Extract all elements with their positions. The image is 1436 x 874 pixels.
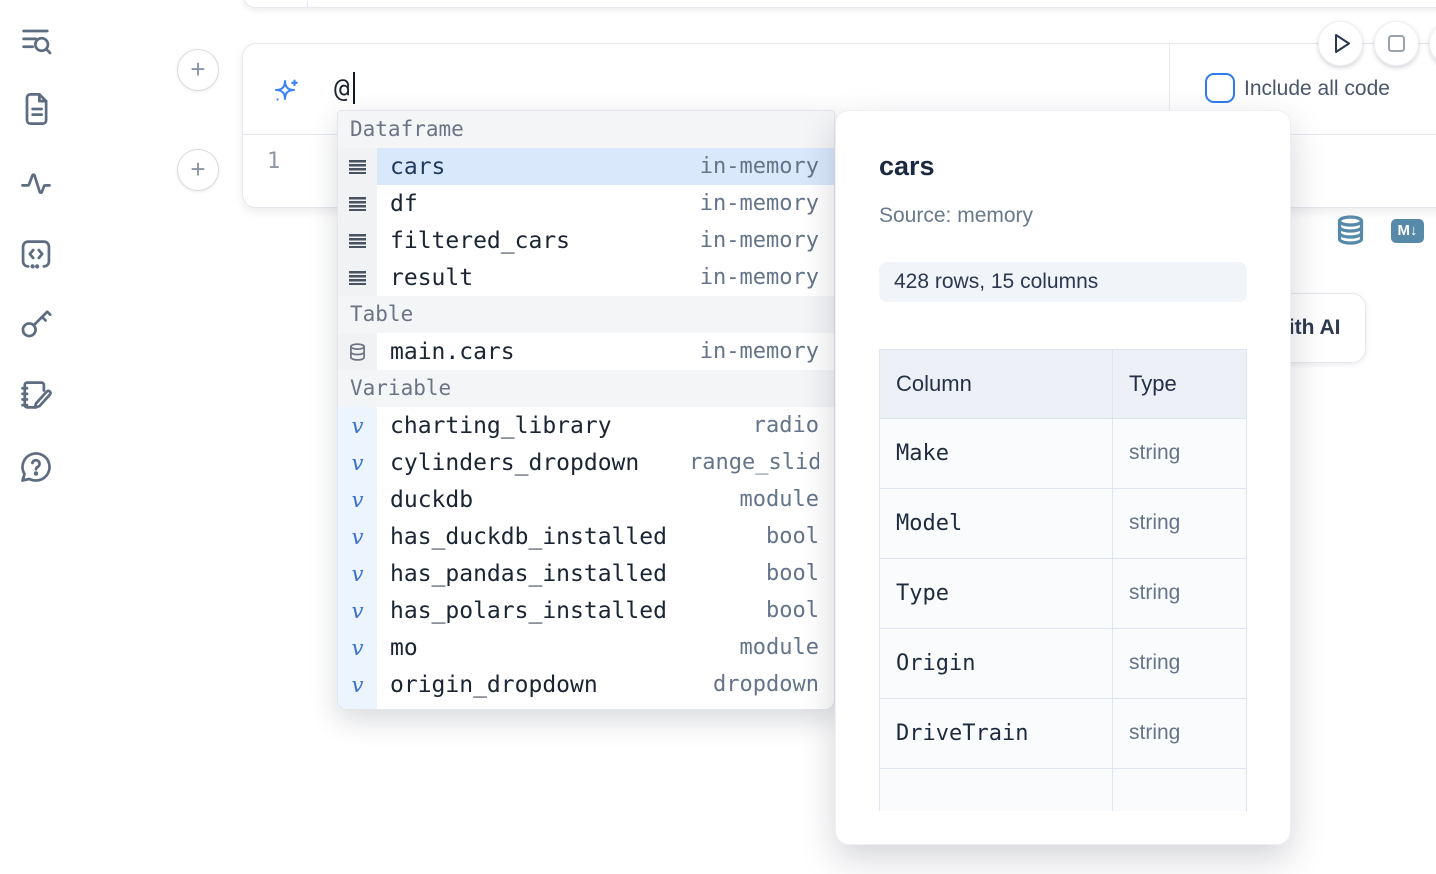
section-header-variable: Variable xyxy=(338,370,834,407)
completion-item-result[interactable]: result in-memory xyxy=(338,259,834,296)
code-editor-row[interactable]: 1 M↓ xyxy=(243,135,1436,245)
scratchpad-notebook-icon[interactable] xyxy=(18,377,54,413)
preview-source: Source: memory xyxy=(879,204,1034,227)
ai-sparkle-icon xyxy=(272,77,300,105)
datasource-database-icon[interactable] xyxy=(1336,215,1365,245)
table-row: Origin string xyxy=(880,628,1246,698)
preview-shape-badge: 428 rows, 15 columns xyxy=(879,262,1247,302)
completion-item-has-duckdb-installed[interactable]: v has_duckdb_installed bool xyxy=(338,518,834,555)
completion-item-cars[interactable]: cars in-memory xyxy=(338,148,834,185)
table-database-icon xyxy=(350,342,365,361)
previous-cell xyxy=(242,0,1436,9)
header-type: Type xyxy=(1129,371,1177,396)
add-cell-button-top[interactable]: + xyxy=(177,49,219,91)
dataframe-icon xyxy=(349,270,366,285)
ai-prompt-input[interactable]: @ xyxy=(334,74,350,104)
variable-icon: v xyxy=(351,635,364,660)
variable-icon: v xyxy=(351,561,364,586)
header-column: Column xyxy=(880,350,1113,418)
table-row: Model string xyxy=(880,488,1246,558)
key-icon[interactable] xyxy=(18,305,54,341)
variable-icon: v xyxy=(351,672,364,697)
variable-icon: v xyxy=(351,524,364,549)
completion-item-cylinders-dropdown[interactable]: v cylinders_dropdown range_slider xyxy=(338,444,834,481)
completion-item-mo[interactable]: v mo module xyxy=(338,629,834,666)
variable-icon: v xyxy=(351,413,364,438)
completion-item-duckdb[interactable]: v duckdb module xyxy=(338,481,834,518)
table-row-partial xyxy=(880,768,1246,811)
markdown-icon[interactable]: M↓ xyxy=(1391,219,1424,243)
dataframe-icon xyxy=(349,159,366,174)
completion-item-pandas-partial[interactable]: v pandas module xyxy=(338,703,834,711)
variable-icon: v xyxy=(351,487,364,512)
completion-item-origin-dropdown[interactable]: v origin_dropdown dropdown xyxy=(338,666,834,703)
sidebar xyxy=(0,0,72,874)
completion-item-filtered-cars[interactable]: filtered_cars in-memory xyxy=(338,222,834,259)
text-cursor xyxy=(353,72,355,104)
completion-item-df[interactable]: df in-memory xyxy=(338,185,834,222)
table-row: Make string xyxy=(880,418,1246,488)
help-chat-icon[interactable] xyxy=(18,449,54,485)
autocomplete-dropdown: Dataframe cars in-memory df in-memory fi… xyxy=(337,110,835,710)
completion-item-charting-library[interactable]: v charting_library radio xyxy=(338,407,834,444)
dataframe-icon xyxy=(349,233,366,248)
file-document-icon[interactable] xyxy=(18,91,54,127)
variable-icon: v xyxy=(351,450,364,475)
code-snippets-icon[interactable] xyxy=(18,236,54,272)
preview-table-header: Column Type xyxy=(880,350,1246,418)
stop-button[interactable] xyxy=(1374,21,1419,66)
section-header-dataframe: Dataframe xyxy=(338,111,834,148)
variable-icon: v xyxy=(352,710,364,711)
variable-icon: v xyxy=(351,598,364,623)
line-number: 1 xyxy=(267,149,281,174)
preview-table[interactable]: Column Type Make string Model string Typ… xyxy=(879,349,1248,811)
run-cell-button[interactable] xyxy=(1318,21,1363,66)
completion-item-main-cars[interactable]: main.cars in-memory xyxy=(338,333,834,370)
dataframe-icon xyxy=(349,196,366,211)
include-all-code-checkbox[interactable] xyxy=(1205,73,1235,103)
dataframe-preview-popup: cars Source: memory 428 rows, 15 columns… xyxy=(835,110,1291,845)
section-header-table: Table xyxy=(338,296,834,333)
include-all-code-label[interactable]: Include all code xyxy=(1244,77,1390,100)
completion-item-has-pandas-installed[interactable]: v has_pandas_installed bool xyxy=(338,555,834,592)
table-row: DriveTrain string xyxy=(880,698,1246,768)
add-cell-button-bottom[interactable]: + xyxy=(177,149,219,191)
completion-item-has-polars-installed[interactable]: v has_polars_installed bool xyxy=(338,592,834,629)
activity-pulse-icon[interactable] xyxy=(18,164,54,200)
table-of-contents-search-icon[interactable] xyxy=(18,22,54,58)
table-row: Type string xyxy=(880,558,1246,628)
preview-title: cars xyxy=(879,151,935,181)
